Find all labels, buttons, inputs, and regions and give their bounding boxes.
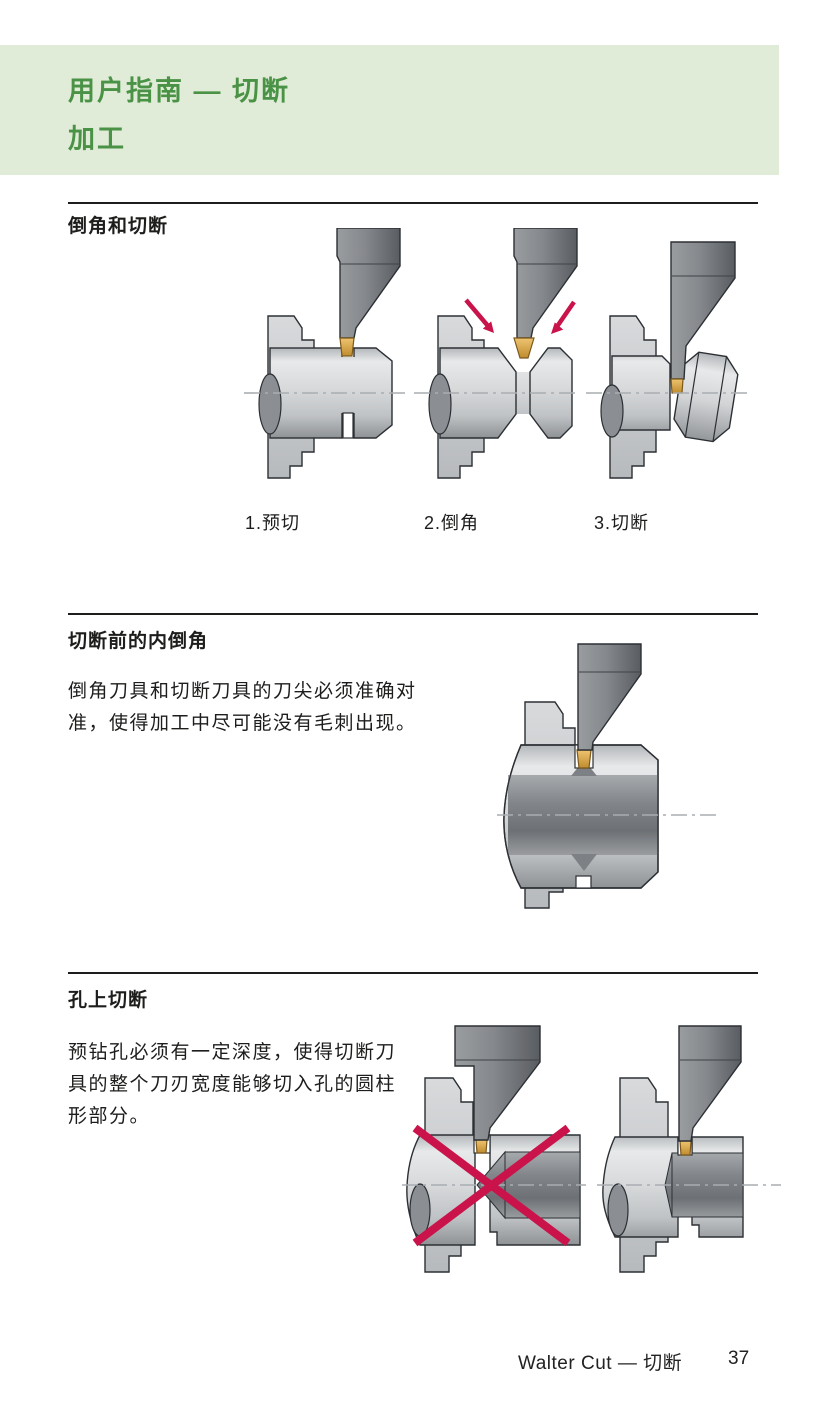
bar-end — [607, 1183, 629, 1237]
section-heading-chamfer-parting: 倒角和切断 — [68, 216, 169, 237]
body-line: 形部分。 — [68, 1106, 151, 1127]
page-subtitle: 加工 — [68, 124, 126, 154]
insert — [475, 1139, 488, 1154]
workpiece-neck — [341, 357, 355, 413]
red-arrow-icon — [551, 322, 564, 334]
figure-parting — [586, 241, 748, 479]
red-arrow-icon — [464, 298, 490, 328]
bottom-kerf — [342, 412, 354, 439]
section-heading-parting-over-hole: 孔上切断 — [68, 990, 149, 1011]
red-arrow-icon — [482, 321, 494, 333]
section-heading-internal-chamfer: 切断前的内倒角 — [68, 631, 209, 652]
parting-tool — [577, 643, 642, 751]
section-body: 倒角刀具和切断刀具的刀尖必须准确对 准，使得加工中尽可能没有毛刺出现。 — [68, 676, 417, 740]
header-band: 用户指南 — 切断 加工 — [0, 45, 779, 175]
body-line: 具的整个刀刃宽度能够切入孔的圆柱 — [68, 1074, 397, 1095]
footer-title: Walter Cut — 切断 — [518, 1353, 683, 1374]
insert — [679, 1140, 692, 1156]
figure-hole-parting-wrong — [402, 1025, 586, 1273]
figure-label-precut: 1.预切 — [245, 513, 301, 533]
body-line: 倒角刀具和切断刀具的刀尖必须准确对 — [68, 681, 417, 702]
body-line: 预钻孔必须有一定深度，使得切断刀 — [68, 1042, 397, 1063]
internal-chamfer-notch — [571, 854, 597, 871]
parting-tool — [513, 228, 578, 339]
figure-label-parting: 3.切断 — [594, 513, 650, 533]
page-number: 37 — [728, 1348, 750, 1369]
figure-internal-chamfer — [497, 643, 721, 909]
figure-label-chamfer: 2.倒角 — [424, 513, 480, 533]
figure-precut — [244, 228, 406, 479]
insert — [513, 337, 535, 359]
insert — [339, 337, 355, 357]
page-title: 用户指南 — 切断 — [68, 76, 291, 106]
red-arrow-icon — [554, 300, 576, 330]
figure-hole-parting-correct — [597, 1025, 781, 1273]
figure-chamfer — [414, 228, 578, 479]
parting-tool — [678, 1025, 742, 1142]
insert — [670, 378, 684, 394]
cut-off-piece — [673, 351, 739, 443]
bar-end — [428, 373, 452, 435]
body-line: 准，使得加工中尽可能没有毛刺出现。 — [68, 713, 417, 734]
section-body: 预钻孔必须有一定深度，使得切断刀 具的整个刀刃宽度能够切入孔的圆柱 形部分。 — [68, 1037, 396, 1133]
parting-tool — [454, 1025, 541, 1141]
section-divider — [68, 613, 758, 615]
insert — [576, 749, 592, 769]
bar-end — [600, 384, 624, 438]
parting-tool — [336, 228, 401, 339]
bar-end — [258, 373, 282, 435]
bar-end — [409, 1183, 431, 1237]
prohibition-cross-icon — [412, 1124, 571, 1247]
section-divider — [68, 202, 758, 204]
bottom-notch — [575, 875, 592, 889]
section-divider — [68, 972, 758, 974]
